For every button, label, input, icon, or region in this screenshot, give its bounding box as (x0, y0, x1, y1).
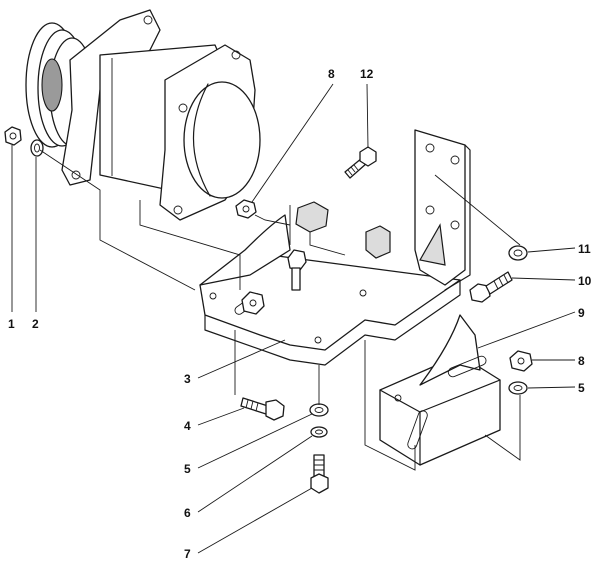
callout-5-right: 5 (578, 381, 585, 395)
callout-10: 10 (578, 274, 592, 288)
washer-item-5-upper (309, 403, 329, 417)
bolt-item-4 (240, 397, 285, 421)
bolt-item-12 (344, 146, 377, 179)
callout-8-top: 8 (328, 67, 335, 81)
washer-item-6 (310, 426, 328, 438)
lower-bracket-item-9 (379, 314, 501, 466)
main-bracket-item-3 (199, 129, 471, 366)
callout-9: 9 (578, 306, 585, 320)
callout-2: 2 (32, 317, 39, 331)
nut-item-8-upper (235, 199, 257, 219)
callout-4: 4 (184, 419, 191, 433)
bracket-cheek (199, 214, 291, 286)
callout-8-right: 8 (578, 354, 585, 368)
alternator-unit (25, 9, 261, 221)
callout-1: 1 (8, 317, 15, 331)
bracket-bolt-upper (287, 249, 307, 291)
end-cap (183, 81, 261, 199)
callout-6: 6 (184, 506, 191, 520)
bracket-nut-lower (241, 291, 265, 315)
washer-item-11 (508, 245, 528, 261)
callout-labels: 1 2 3 4 5 6 7 8 12 11 10 9 8 5 (8, 67, 592, 561)
callout-leaders (11, 83, 576, 554)
callout-12: 12 (360, 67, 374, 81)
nut-item-1 (4, 126, 22, 146)
callout-11: 11 (578, 242, 591, 256)
washer-item-5-lower (508, 381, 528, 395)
spacer-block-right (365, 225, 391, 259)
bracket-plate (199, 254, 461, 351)
callout-7: 7 (184, 547, 191, 561)
washer-item-2 (30, 139, 44, 157)
assembly-lines (39, 149, 521, 471)
pulley-hub (41, 58, 63, 112)
nut-item-8-lower (509, 350, 533, 372)
bolt-item-10 (469, 271, 513, 303)
spacer-block-left (295, 201, 329, 233)
lower-bracket-cheek (419, 314, 481, 386)
callout-5-left: 5 (184, 462, 191, 476)
bolt-item-7 (310, 454, 329, 494)
callout-3: 3 (184, 372, 191, 386)
